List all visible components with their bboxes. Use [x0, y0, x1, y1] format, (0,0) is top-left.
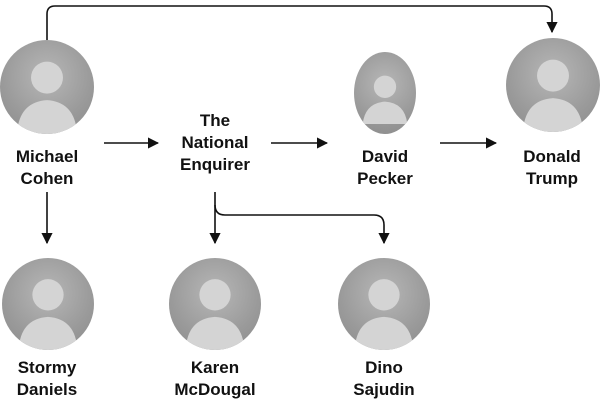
- person-placeholder-icon: [522, 59, 584, 132]
- portrait-sajudin: [338, 258, 430, 350]
- portrait-cohen: [0, 40, 94, 134]
- arrow-enquirer-to-sajudin: [214, 204, 390, 245]
- person-placeholder-icon: [354, 279, 414, 350]
- label-michael-cohen: Michael Cohen: [15, 147, 79, 188]
- label-karen-mcdougal: Karen McDougal: [174, 358, 256, 399]
- portrait-daniels: [2, 258, 94, 350]
- person-placeholder-icon: [16, 61, 78, 134]
- label-national-enquirer: The National Enquirer: [180, 111, 250, 174]
- label-stormy-daniels: Stormy Daniels: [16, 358, 78, 399]
- label-dino-sajudin: Dino Sajudin: [353, 358, 415, 399]
- arrow-cohen-to-trump: [46, 5, 558, 40]
- person-placeholder-icon: [18, 279, 78, 350]
- person-placeholder-icon: [185, 279, 245, 350]
- label-david-pecker: David Pecker: [357, 147, 413, 188]
- person-placeholder-icon: [362, 75, 408, 124]
- portrait-trump: [506, 38, 600, 132]
- label-donald-trump: Donald Trump: [523, 147, 581, 188]
- portrait-pecker: [354, 52, 416, 134]
- portrait-mcdougal: [169, 258, 261, 350]
